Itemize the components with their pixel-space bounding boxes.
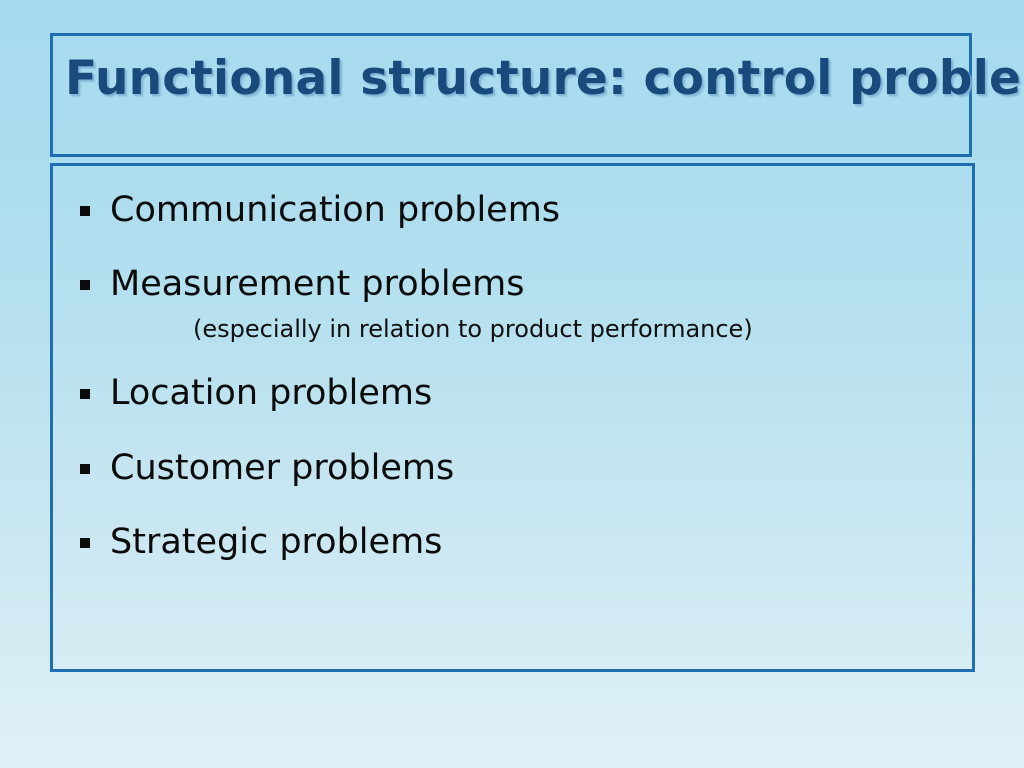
square-bullet-icon [80, 463, 90, 474]
bullet-list: Communication problems Measurement probl… [80, 190, 960, 596]
bullet-label-measurement: Measurement problems [110, 264, 525, 305]
square-bullet-icon [80, 280, 90, 291]
bullet-label-strategic: Strategic problems [110, 521, 443, 562]
square-bullet-icon [80, 206, 90, 216]
bullet-sub-note: (especially in relation to product perfo… [193, 314, 753, 343]
square-bullet-icon [80, 389, 90, 400]
bullet-label-communication: Communication problems [110, 190, 561, 230]
slide-title: Functional structure: control problems [65, 51, 1024, 106]
list-item: Location problems [80, 373, 960, 414]
list-item: Measurement problems [80, 264, 960, 305]
bullet-label-location: Location problems [110, 373, 433, 414]
bullet-label-customer: Customer problems [110, 447, 455, 488]
square-bullet-icon [80, 537, 90, 548]
list-item: Communication problems [80, 190, 960, 231]
content-box: Communication problems Measurement probl… [50, 163, 975, 672]
list-item: Strategic problems [80, 522, 960, 563]
list-item: Customer problems [80, 448, 960, 489]
title-box: Functional structure: control problems [50, 33, 1024, 157]
